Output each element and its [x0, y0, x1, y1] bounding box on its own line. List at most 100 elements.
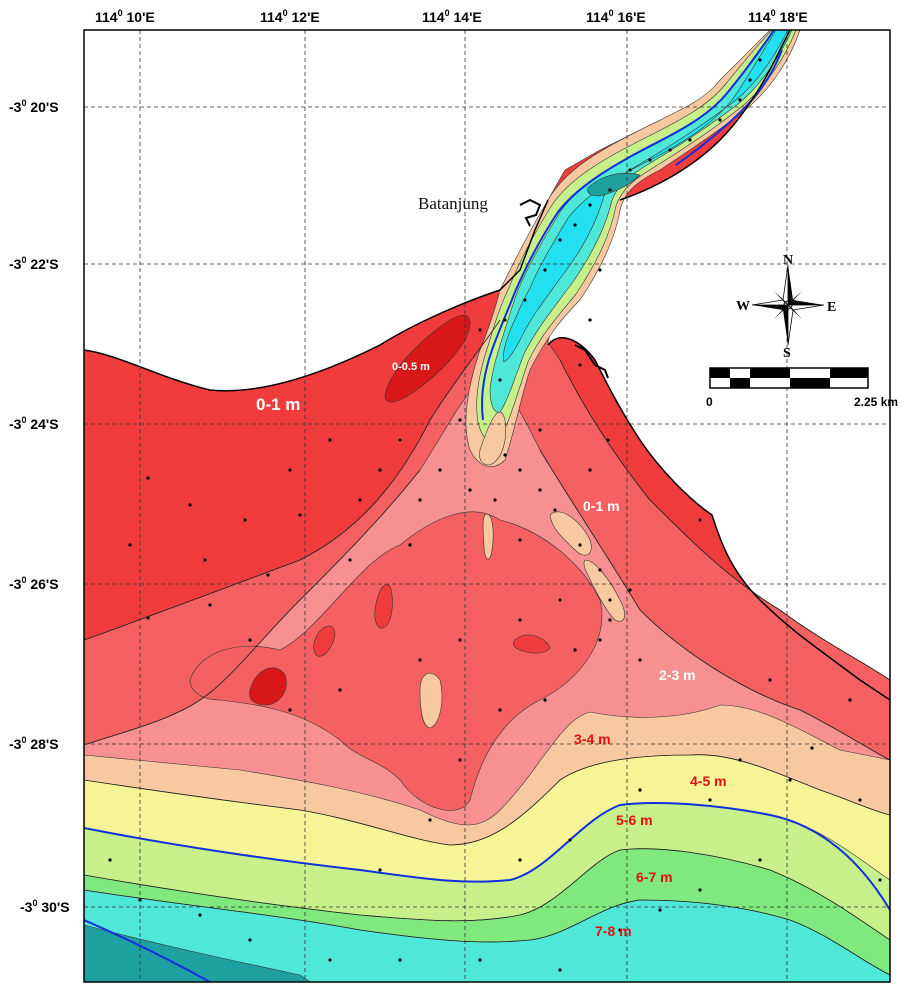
sample-point — [288, 708, 292, 712]
sample-point — [758, 858, 762, 862]
scale-start-label: 0 — [706, 395, 713, 409]
sample-points — [108, 58, 882, 972]
sample-point — [298, 513, 302, 517]
sample-point — [468, 488, 472, 492]
tributary-east — [574, 344, 609, 379]
sample-point — [378, 868, 382, 872]
sample-point — [810, 746, 814, 750]
sample-point — [543, 268, 547, 272]
place-label-batanjung: Batanjung — [418, 194, 488, 213]
lat-label: -30 28'S — [9, 735, 59, 752]
sample-point — [628, 588, 632, 592]
sample-point — [438, 468, 442, 472]
sample-point — [538, 428, 542, 432]
sample-point — [628, 168, 632, 172]
blue-contour-channel-east — [675, 49, 783, 166]
sample-point — [588, 203, 592, 207]
lon-label: 1140 18'E — [748, 8, 808, 25]
sample-point — [738, 758, 742, 762]
sample-point — [503, 453, 507, 457]
channel-shoal-4 — [482, 513, 494, 560]
sample-point — [518, 538, 522, 542]
sample-point — [288, 468, 292, 472]
depth-label-2-3: 2-3 m — [659, 667, 696, 683]
river-channel-7-8 — [503, 30, 789, 363]
depth-labels: 0-0.5 m 0-1 m 0-1 m 2-3 m 3-4 m 4-5 m 5-… — [256, 361, 727, 939]
lon-label: 1140 14'E — [422, 8, 482, 25]
sample-point — [478, 958, 482, 962]
scale-end-label: 2.25 km — [854, 395, 898, 409]
sample-point — [648, 158, 652, 162]
sample-point — [578, 363, 582, 367]
sample-point — [738, 98, 742, 102]
sample-point — [638, 788, 642, 792]
lon-label: 1140 16'E — [586, 8, 646, 25]
sample-point — [518, 468, 522, 472]
sample-point — [638, 658, 642, 662]
sample-point — [788, 778, 792, 782]
sample-point — [348, 558, 352, 562]
spot-inner-2 — [419, 672, 443, 729]
sample-point — [146, 476, 150, 480]
sample-point — [108, 858, 112, 862]
depth-zone-8-plus — [84, 924, 311, 982]
map-frame — [83, 29, 891, 983]
sample-point — [608, 188, 612, 192]
sample-point — [553, 508, 557, 512]
coastline-east — [547, 337, 891, 701]
sample-point — [598, 568, 602, 572]
sample-point — [573, 223, 577, 227]
sample-point — [498, 708, 502, 712]
lat-label: -30 26'S — [9, 575, 59, 592]
sample-point — [698, 888, 702, 892]
compass-e-letter: E — [827, 300, 836, 315]
sample-point — [128, 543, 132, 547]
depth-label-4-5: 4-5 m — [690, 773, 727, 789]
sample-point — [428, 818, 432, 822]
sample-point — [698, 518, 702, 522]
east-land — [548, 30, 890, 700]
depth-label-0-1-east: 0-1 m — [583, 498, 620, 514]
sample-point — [146, 616, 150, 620]
sample-point — [538, 488, 542, 492]
blue-contour-bottom — [84, 919, 211, 982]
sample-point — [338, 688, 342, 692]
sample-point — [658, 908, 662, 912]
depth-label-5-6: 5-6 m — [616, 812, 653, 828]
sample-point — [418, 658, 422, 662]
sample-point — [878, 878, 882, 882]
graticule — [84, 30, 890, 982]
sample-point — [568, 838, 572, 842]
lon-label: 1140 12'E — [260, 8, 320, 25]
spot-0-05-southwest — [249, 667, 287, 706]
sample-point — [598, 268, 602, 272]
sample-point — [208, 603, 212, 607]
sample-point — [588, 318, 592, 322]
latitude-labels: -30 20'S -30 22'S -30 24'S -30 26'S -30 … — [9, 98, 70, 915]
sample-point — [478, 328, 482, 332]
sample-point — [493, 498, 497, 502]
sample-point — [608, 618, 612, 622]
sample-point — [418, 498, 422, 502]
depth-label-6-7: 6-7 m — [636, 869, 673, 885]
coastline-west — [83, 199, 549, 392]
sample-point — [848, 698, 852, 702]
sample-point — [558, 238, 562, 242]
sample-point — [718, 118, 722, 122]
river-bank-south — [619, 29, 791, 201]
sample-point — [578, 543, 582, 547]
sample-point — [606, 438, 610, 442]
longitude-labels: 1140 10'E 1140 12'E 1140 14'E 1140 16'E … — [95, 8, 808, 25]
lat-label: -30 20'S — [9, 98, 59, 115]
sample-point — [503, 318, 507, 322]
sample-point — [598, 638, 602, 642]
sample-point — [668, 148, 672, 152]
sample-point — [858, 798, 862, 802]
spot-inner-1 — [374, 584, 393, 629]
depth-label-0-1-west: 0-1 m — [256, 395, 300, 414]
lat-label: -30 24'S — [9, 415, 59, 432]
sample-point — [518, 858, 522, 862]
compass-rose: N S W E — [736, 253, 836, 361]
sample-point — [708, 798, 712, 802]
